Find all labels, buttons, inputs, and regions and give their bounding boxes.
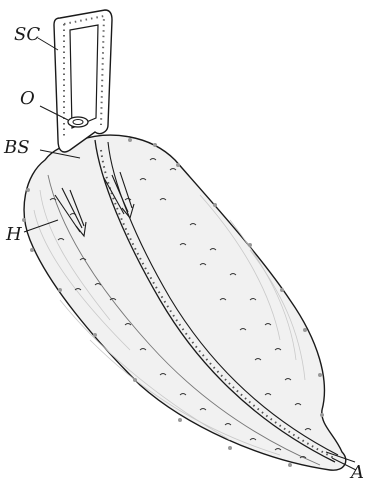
label-bs: BS: [3, 137, 30, 158]
body-outline: [24, 135, 346, 470]
label-a: A: [349, 462, 364, 483]
stone-canal-loop: [54, 10, 112, 152]
label-h: H: [5, 224, 22, 245]
label-o: O: [20, 88, 35, 109]
madreporite-ring: [68, 117, 88, 127]
body: [22, 135, 346, 470]
loop-inner: [70, 25, 98, 128]
label-sc: SC: [14, 24, 40, 45]
